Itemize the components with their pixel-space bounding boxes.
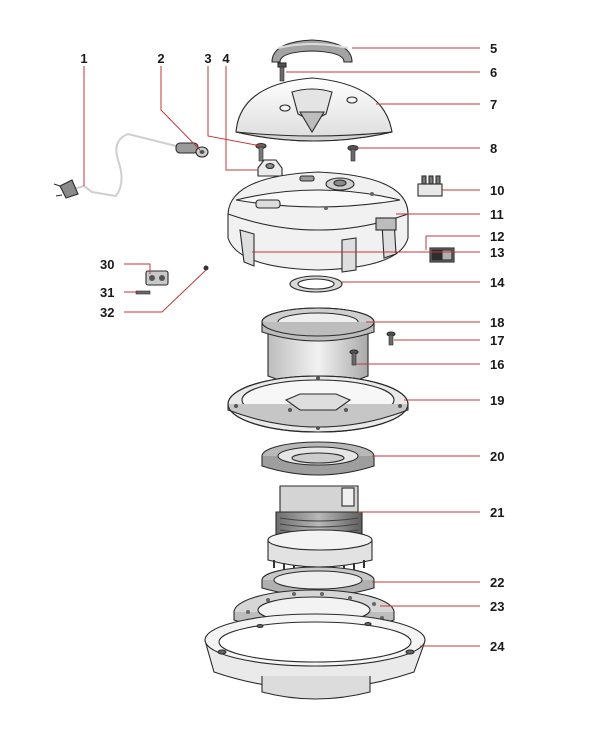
callout-12: 12 — [490, 229, 504, 244]
part-motor-body — [261, 307, 375, 387]
leader-4 — [225, 66, 258, 171]
callout-32: 32 — [100, 305, 114, 320]
callout-1: 1 — [80, 51, 87, 66]
leader-lines — [83, 47, 480, 647]
leader-30 — [124, 263, 151, 274]
part-seal-ring — [261, 441, 375, 476]
part-screw-17 — [386, 331, 396, 346]
part-small-screw-31 — [135, 290, 151, 295]
callout-31: 31 — [100, 285, 114, 300]
callout-18: 18 — [490, 315, 504, 330]
callout-5: 5 — [490, 41, 497, 56]
callout-19: 19 — [490, 393, 504, 408]
callout-16: 16 — [490, 357, 504, 372]
part-handle — [271, 39, 353, 63]
part-switch — [417, 175, 443, 197]
callout-23: 23 — [490, 599, 504, 614]
part-power-cable — [53, 132, 177, 199]
part-mounting-plate — [227, 375, 409, 433]
callout-20: 20 — [490, 449, 504, 464]
leader-32 — [124, 269, 207, 313]
callout-8: 8 — [490, 141, 497, 156]
callout-10: 10 — [490, 183, 504, 198]
part-rocker-switch — [429, 247, 455, 263]
leader-3 — [207, 66, 262, 147]
part-threaded-adapter — [267, 485, 373, 575]
callout-labels: 1 2 3 4 5 6 7 8 10 11 12 13 14 16 17 18 … — [80, 41, 505, 654]
callout-17: 17 — [490, 333, 504, 348]
part-small-ball-32 — [203, 265, 209, 271]
part-cable-grommet — [175, 142, 209, 158]
callout-3: 3 — [204, 51, 211, 66]
part-screw-16 — [349, 349, 359, 366]
part-dome-cover — [235, 77, 393, 142]
callout-11: 11 — [490, 207, 504, 222]
part-screw-top — [277, 62, 287, 82]
callout-7: 7 — [490, 97, 497, 112]
callout-13: 13 — [490, 245, 504, 260]
callout-22: 22 — [490, 575, 504, 590]
callout-24: 24 — [490, 639, 505, 654]
part-gasket-ring — [289, 275, 343, 293]
part-base-pan — [204, 613, 426, 700]
callout-4: 4 — [222, 51, 230, 66]
callout-2: 2 — [157, 51, 164, 66]
part-screw-3 — [255, 142, 267, 162]
callout-21: 21 — [490, 505, 504, 520]
leader-2 — [160, 66, 201, 151]
callout-6: 6 — [490, 65, 497, 80]
part-terminal-block — [145, 270, 169, 286]
callout-14: 14 — [490, 275, 505, 290]
callout-30: 30 — [100, 257, 114, 272]
part-cable-clamp — [257, 159, 283, 177]
part-motor-housing — [227, 171, 409, 273]
